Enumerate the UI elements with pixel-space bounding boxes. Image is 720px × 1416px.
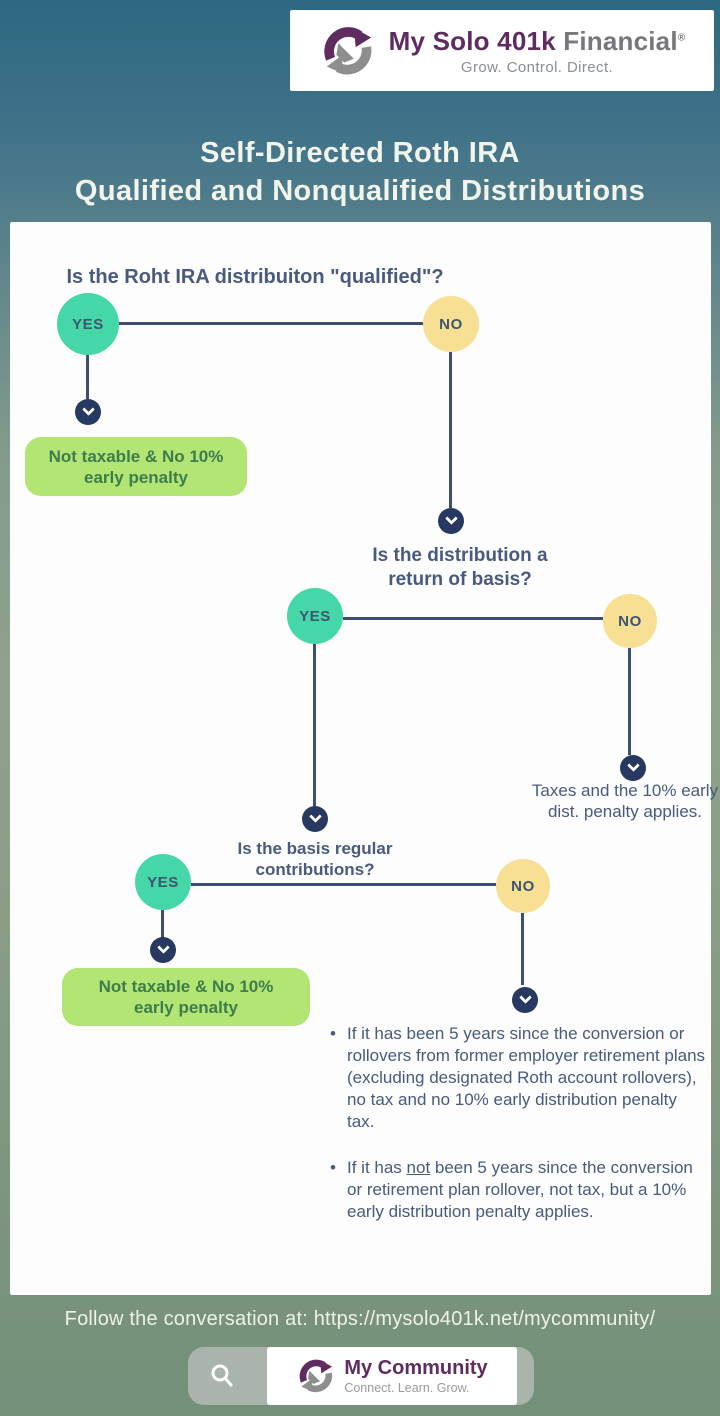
outcome-taxes-note: Taxes and the 10% early dist. penalty ap…	[531, 781, 719, 821]
question-3: Is the basis regular contributions?	[215, 838, 415, 880]
community-tagline: Connect. Learn. Grow.	[344, 1381, 470, 1395]
community-url-link[interactable]: https://mysolo401k.net/mycommunity/	[313, 1308, 656, 1330]
q2-yes-arrow-node	[302, 806, 328, 832]
conversion-rule-item-1: If it has been 5 years since the convers…	[328, 1023, 706, 1133]
conversion-rule-item-2: If it has not been 5 years since the con…	[328, 1157, 706, 1223]
q2-connector-line	[343, 617, 603, 620]
question-1: Is the Roht IRA distribuiton "qualified"…	[66, 266, 444, 288]
q1-yes-arrow-node	[75, 399, 101, 425]
circular-arrows-logo-icon	[299, 1359, 333, 1393]
company-logo: My Solo 401k Financial® Grow. Control. D…	[290, 10, 714, 91]
page-title-line1: Self-Directed Roth IRA	[200, 137, 520, 169]
company-name-primary: My Solo 401k	[388, 25, 556, 56]
q1-no-arrow-node	[438, 508, 464, 534]
q3-yes-arrow-node	[150, 937, 176, 963]
page-title: Self-Directed Roth IRA Qualified and Non…	[0, 134, 720, 210]
q3-connector-line	[191, 883, 496, 886]
follow-conversation-text: Follow the conversation at: https://myso…	[0, 1308, 720, 1331]
company-name: My Solo 401k Financial®	[389, 26, 686, 57]
page-title-line2: Qualified and Nonqualified Distributions	[74, 175, 646, 207]
question-2: Is the distribution a return of basis?	[300, 544, 620, 592]
flowchart-card: Is the Roht IRA distribuiton "qualified"…	[10, 222, 718, 1295]
community-name: My Community	[344, 1357, 488, 1379]
conversion-rules-list: If it has been 5 years since the convers…	[328, 1023, 706, 1247]
question-2-line2: return of basis?	[388, 569, 532, 590]
company-tagline: Grow. Control. Direct.	[460, 58, 614, 76]
community-logo-text: My Community Connect. Learn. Grow.	[344, 1357, 487, 1395]
search-icon[interactable]	[208, 1362, 236, 1390]
outcome-qualified-box: Not taxable & No 10% early penalty	[25, 437, 247, 496]
community-search-bar[interactable]: My Community Connect. Learn. Grow.	[188, 1347, 534, 1405]
company-name-secondary: Financial	[563, 25, 678, 56]
question-3-line1: Is the basis regular	[237, 839, 393, 858]
q2-yes-node: YES	[287, 588, 343, 644]
q1-no-node: NO	[423, 296, 479, 352]
q3-yes-node: YES	[135, 854, 191, 910]
q1-connector-line	[119, 322, 423, 325]
chevron-down-icon	[518, 991, 532, 1004]
q3-yes-connector	[161, 910, 164, 938]
chevron-down-icon	[156, 941, 170, 954]
question-3-line2: contributions?	[255, 860, 375, 879]
circular-arrows-logo-icon	[323, 26, 372, 74]
outcome-regular-contributions-box: Not taxable & No 10% early penalty	[62, 968, 310, 1026]
rule2-suffix: been 5 years since the conversion or ret…	[347, 1158, 693, 1221]
chevron-down-icon	[308, 810, 322, 823]
q2-no-connector	[628, 648, 631, 755]
follow-prefix: Follow the conversation at:	[64, 1308, 314, 1330]
chevron-down-icon	[444, 512, 458, 525]
rule2-prefix: If it has	[347, 1158, 407, 1177]
question-2-line1: Is the distribution a	[372, 545, 548, 566]
company-logo-text: My Solo 401k Financial® Grow. Control. D…	[389, 26, 686, 76]
chevron-down-icon	[81, 403, 95, 416]
community-logo[interactable]: My Community Connect. Learn. Grow.	[267, 1347, 517, 1405]
q3-no-node: NO	[496, 859, 550, 913]
q3-no-arrow-node	[512, 987, 538, 1013]
rule2-underlined-word: not	[406, 1158, 431, 1177]
q2-no-node: NO	[603, 594, 657, 648]
chevron-down-icon	[626, 759, 640, 772]
q1-yes-connector	[86, 355, 89, 399]
q1-yes-node: YES	[57, 293, 119, 355]
q1-no-connector	[449, 352, 452, 508]
q2-no-arrow-node	[620, 755, 646, 781]
q3-no-connector	[521, 913, 524, 985]
registered-mark: ®	[677, 31, 686, 43]
q2-yes-connector	[313, 644, 316, 806]
